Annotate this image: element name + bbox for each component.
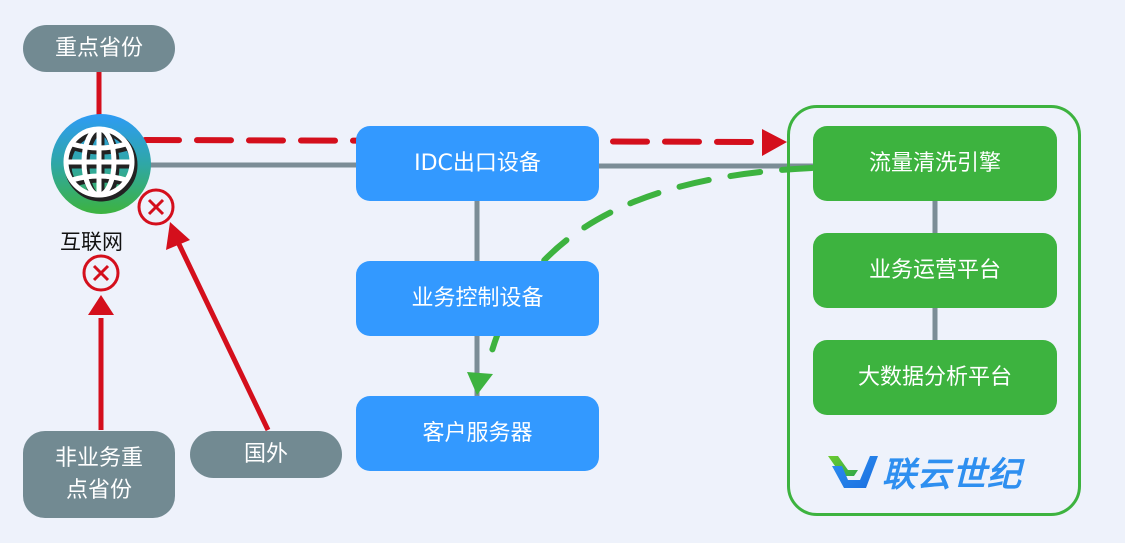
- lianyun-logo-text: 联云世纪: [882, 454, 1022, 495]
- node-bigdata-platform-label: 大数据分析平台: [857, 364, 1012, 390]
- clean-traffic-arrowhead: [467, 372, 493, 395]
- node-internet-label: 互联网: [60, 230, 123, 254]
- attack-traffic-dashed-line: [142, 137, 765, 145]
- node-key-province-label: 重点省份: [54, 35, 143, 61]
- node-service-control[interactable]: 业务控制设备: [356, 261, 599, 336]
- blocked-x-icon-overseas: [137, 188, 175, 226]
- attack-traffic-arrowhead: [762, 129, 787, 156]
- node-bigdata-platform[interactable]: 大数据分析平台: [813, 340, 1057, 415]
- node-customer-server[interactable]: 客户服务器: [356, 396, 599, 471]
- node-internet[interactable]: [51, 114, 151, 214]
- node-operations-platform-label: 业务运营平台: [868, 257, 1001, 283]
- lianyun-logo-icon: [828, 456, 878, 488]
- node-key-province[interactable]: 重点省份: [23, 25, 175, 72]
- node-overseas-label: 国外: [243, 441, 288, 467]
- node-traffic-scrubbing[interactable]: 流量清洗引擎: [813, 126, 1057, 201]
- link-overseas-internet: [174, 238, 271, 432]
- node-traffic-scrubbing-label: 流量清洗引擎: [868, 150, 1001, 176]
- node-non-key-province[interactable]: 非业务重 点省份: [23, 431, 175, 518]
- blocked-x-icon-nonkey: [82, 254, 120, 292]
- lianyun-platform-group: [787, 105, 1081, 516]
- node-overseas[interactable]: 国外: [190, 431, 342, 478]
- node-non-key-province-label: 非业务重 点省份: [54, 445, 143, 503]
- node-idc-egress-label: IDC出口设备: [414, 150, 541, 176]
- lianyun-logo: 联云世纪: [826, 450, 1022, 495]
- clean-traffic-dashed-curve: [484, 165, 815, 373]
- overseas-arrowhead: [166, 222, 190, 250]
- node-operations-platform[interactable]: 业务运营平台: [813, 233, 1057, 308]
- nonkey-arrowhead: [88, 295, 114, 315]
- node-idc-egress[interactable]: IDC出口设备: [356, 126, 599, 201]
- node-customer-server-label: 客户服务器: [422, 420, 533, 446]
- globe-icon: [63, 126, 138, 202]
- node-service-control-label: 业务控制设备: [411, 285, 544, 311]
